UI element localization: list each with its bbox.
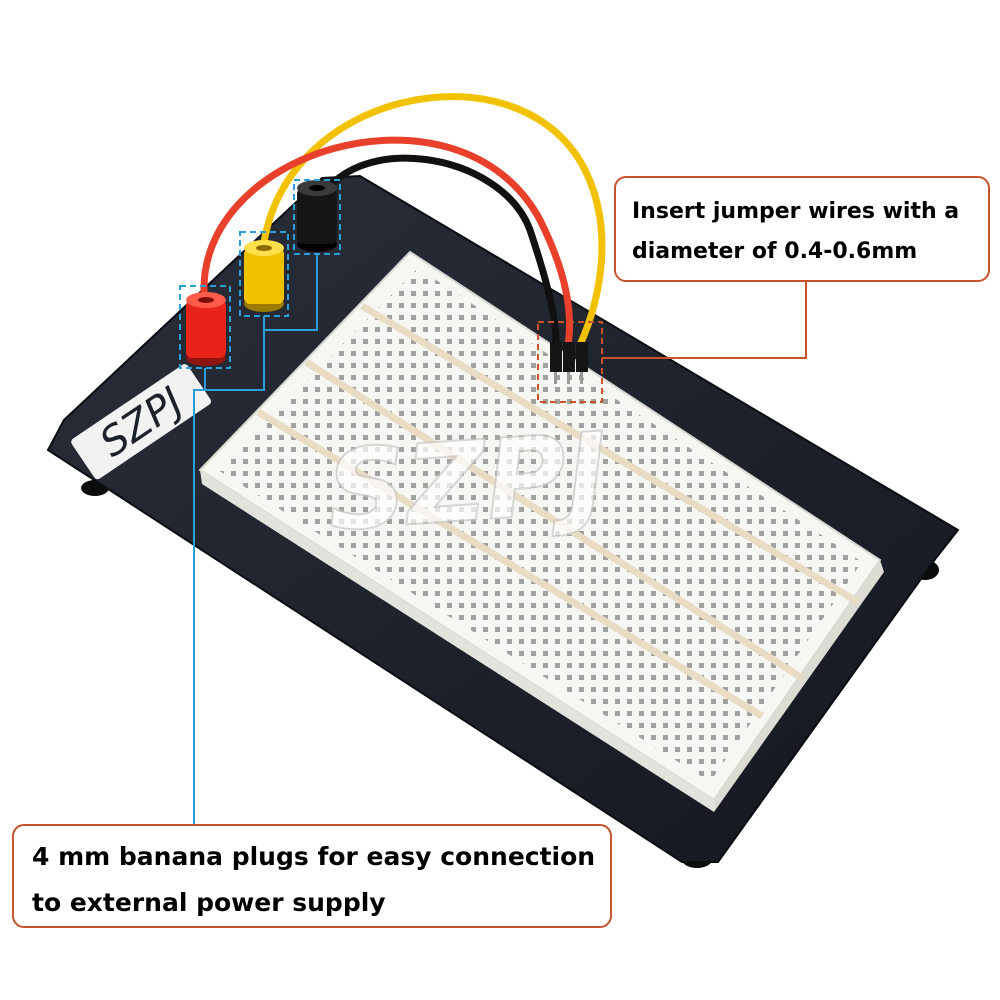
red-wire bbox=[200, 136, 574, 349]
highlight-box-red-terminal bbox=[179, 285, 231, 369]
breadboard-side-edge bbox=[714, 560, 884, 812]
highlight-box-jumper-pins bbox=[537, 321, 603, 403]
jumper-pins bbox=[550, 342, 588, 384]
watermark-logo: SZPJ bbox=[323, 408, 612, 555]
breadboard-channel bbox=[304, 359, 804, 681]
breadboard-hole-field bbox=[218, 268, 862, 782]
banana-terminal-red bbox=[186, 292, 226, 366]
callout-banana-line1: 4 mm banana plugs for easy connection bbox=[32, 842, 596, 871]
breadboard-channel bbox=[360, 302, 860, 606]
breadboard-front-edge bbox=[200, 470, 714, 812]
banana-terminal-yellow bbox=[244, 240, 284, 312]
black-wire bbox=[314, 154, 560, 349]
callout-jumper-wires: Insert jumper wires with a diameter of 0… bbox=[614, 176, 990, 282]
callout-jumper-line1: Insert jumper wires with a bbox=[632, 199, 960, 224]
leader-lines bbox=[193, 254, 807, 824]
leader-line-terminals bbox=[193, 316, 265, 824]
breadboard-channel bbox=[256, 409, 764, 719]
breadboard bbox=[198, 250, 884, 812]
callout-banana-plugs: 4 mm banana plugs for easy connection to… bbox=[12, 824, 612, 928]
callout-banana-line2: to external power supply bbox=[32, 888, 386, 917]
banana-terminal-black bbox=[297, 180, 337, 252]
callout-jumper-line2: diameter of 0.4-0.6mm bbox=[632, 239, 918, 264]
leader-line-jumper bbox=[602, 282, 807, 359]
leader-line-terminals bbox=[264, 254, 318, 331]
jumper-wires bbox=[200, 93, 606, 349]
